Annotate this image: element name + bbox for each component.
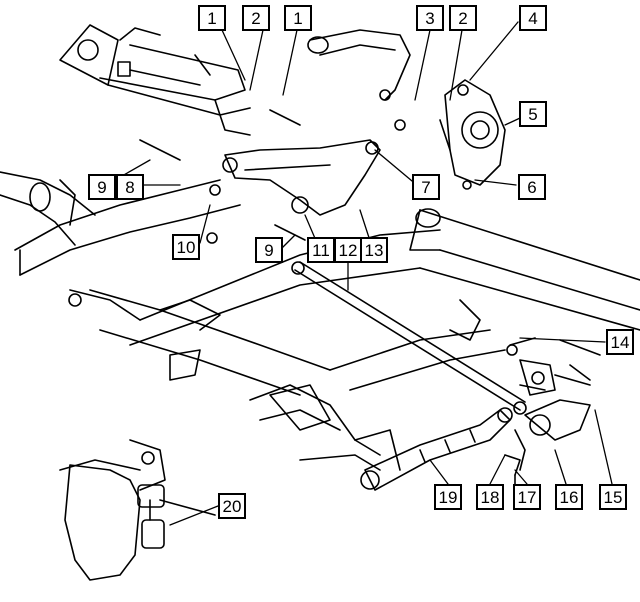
bolts [139,54,591,391]
callout-4: 4 [519,5,547,31]
callout-13: 13 [360,237,388,263]
callout-10: 10 [172,234,200,260]
right-frame-rail [409,208,640,356]
steering-knuckle [439,79,506,190]
callout-6: 6 [518,174,546,200]
callout-8: 8 [116,174,144,200]
callout-3: 3 [416,5,444,31]
lateral-link [291,261,527,415]
callout-7: 7 [412,174,440,200]
callout-11: 11 [307,237,335,263]
rear-knuckle [504,399,591,493]
upper-control-arm [307,29,411,101]
lower-control-arm [222,139,381,216]
leader-lines [114,21,613,526]
callout-1-upper-left: 1 [198,5,226,31]
callout-17: 17 [513,484,541,510]
trailing-arm [360,407,513,491]
callout-19: 19 [434,484,462,510]
lower-frame [89,229,506,471]
callout-1-upper-center: 1 [284,5,312,31]
upper-frame-rail [59,24,251,136]
callout-18: 18 [476,484,504,510]
inset-detail [59,439,216,581]
left-crossmember [0,171,241,321]
callout-9-left: 9 [88,174,116,200]
callout-15: 15 [599,484,627,510]
callout-12: 12 [334,237,362,263]
callout-2-upper-right: 2 [449,5,477,31]
callout-9-center: 9 [255,237,283,263]
callout-20: 20 [218,493,246,519]
shock-mount-right [509,337,591,396]
callout-14: 14 [606,329,634,355]
callout-5: 5 [519,101,547,127]
callout-2-upper-left: 2 [242,5,270,31]
callout-16: 16 [555,484,583,510]
